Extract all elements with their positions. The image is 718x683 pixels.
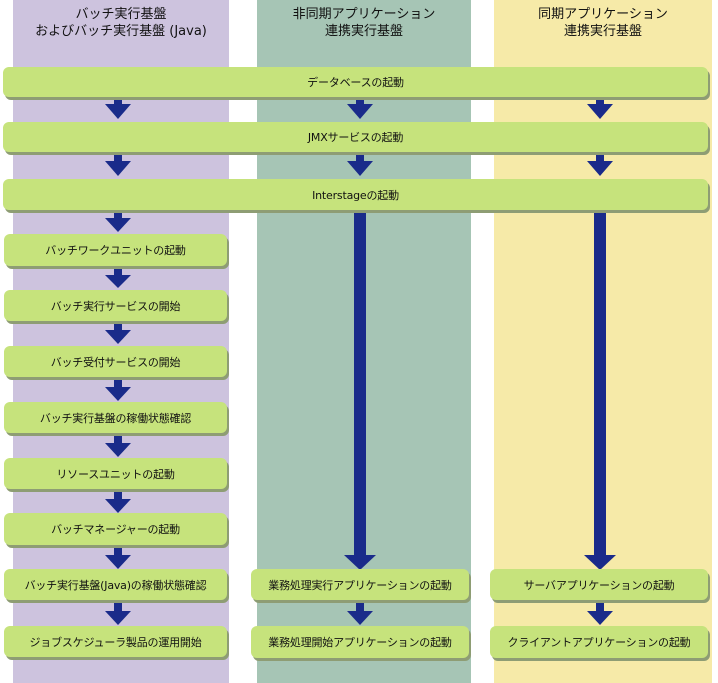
arrow-sync1-to-sync2: [587, 600, 613, 625]
step-start-batch-exec-service: バッチ実行サービスの開始: [4, 290, 227, 321]
step-start-batch-manager: バッチマネージャーの起動: [4, 513, 227, 545]
step-start-client-app: クライアントアプリケーションの起動: [490, 626, 708, 658]
arrow-interstage-to-batch1: [105, 210, 131, 232]
arrow-batch1-to-batch2: [105, 266, 131, 288]
arrow-db-to-jmx-col1: [105, 97, 131, 119]
arrow-jmx-to-interstage-col2: [347, 152, 373, 176]
column-batch-title: バッチ実行基盤 およびバッチ実行基盤 (Java): [35, 7, 207, 39]
step-start-resource-unit: リソースユニットの起動: [4, 458, 227, 489]
arrow-jmx-to-interstage-col1: [105, 152, 131, 176]
arrow-batch2-to-batch3: [105, 321, 131, 344]
arrow-batch6-to-batch7: [105, 545, 131, 569]
arrow-jmx-to-interstage-col3: [587, 152, 613, 176]
column-sync-title: 同期アプリケーション 連携実行基盤: [538, 7, 668, 39]
step-start-job-scheduler: ジョブスケジューラ製品の運用開始: [4, 626, 227, 657]
arrow-interstage-to-sync1: [584, 210, 616, 570]
arrow-batch7-to-batch8: [105, 600, 131, 625]
step-start-batch-accept-service: バッチ受付サービスの開始: [4, 346, 227, 377]
arrow-batch4-to-batch5: [105, 433, 131, 457]
step-start-interstage: Interstageの起動: [3, 179, 708, 210]
arrow-db-to-jmx-col2: [347, 97, 373, 119]
step-start-async-start-app: 業務処理開始アプリケーションの起動: [251, 626, 469, 658]
step-start-batch-work-unit: バッチワークユニットの起動: [4, 234, 227, 266]
step-start-jmx-service: JMXサービスの起動: [3, 122, 708, 152]
step-start-async-exec-app: 業務処理実行アプリケーションの起動: [251, 569, 469, 600]
step-start-database: データベースの起動: [3, 67, 708, 97]
arrow-async1-to-async2: [347, 600, 373, 625]
arrow-batch5-to-batch6: [105, 489, 131, 513]
step-check-batch-java-status: バッチ実行基盤(Java)の稼働状態確認: [4, 569, 227, 600]
step-start-server-app: サーバアプリケーションの起動: [490, 569, 708, 600]
arrow-batch3-to-batch4: [105, 377, 131, 401]
arrow-db-to-jmx-col3: [587, 97, 613, 119]
arrow-interstage-to-async1: [344, 210, 376, 570]
step-check-batch-platform-status: バッチ実行基盤の稼働状態確認: [4, 402, 227, 433]
column-async-title: 非同期アプリケーション 連携実行基盤: [292, 7, 436, 39]
